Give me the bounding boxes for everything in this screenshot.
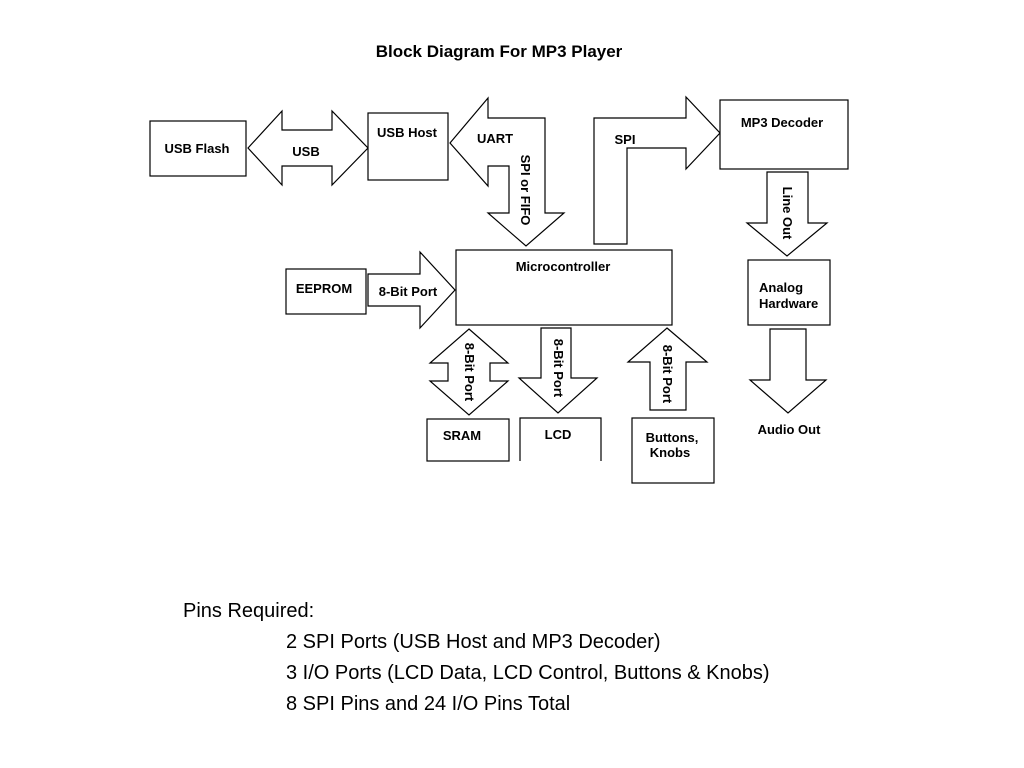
notes-item-pins-total: 8 SPI Pins and 24 I/O Pins Total <box>286 693 571 715</box>
usb-flash-block: USB Flash <box>149 120 247 177</box>
sram-label: SRAM <box>443 428 481 443</box>
notes-item-io-ports: 3 I/O Ports (LCD Data, LCD Control, Butt… <box>286 662 770 684</box>
analog-hardware-label-line2: Hardware <box>759 296 818 311</box>
uart-spi-fifo-arrow: UART SPI or FIFO <box>449 96 566 247</box>
usb-host-block: USB Host <box>367 112 449 181</box>
analog-hardware-block: Analog Hardware <box>747 259 831 326</box>
diagram-title: Block Diagram For MP3 Player <box>376 42 623 61</box>
spi-arrow: SPI <box>593 95 721 245</box>
audio-out-label: Audio Out <box>758 422 821 437</box>
lcd-port-label: 8-Bit Port <box>551 339 566 398</box>
sram-port-arrow: 8-Bit Port <box>428 328 510 416</box>
audio-out-arrow <box>748 328 828 414</box>
sram-port-label: 8-Bit Port <box>462 343 477 402</box>
eeprom-block: EEPROM <box>285 268 367 315</box>
lcd-label: LCD <box>545 427 572 442</box>
analog-hardware-label-line1: Analog <box>759 280 803 295</box>
notes-item-spi-ports: 2 SPI Ports (USB Host and MP3 Decoder) <box>286 631 661 653</box>
line-out-arrow: Line Out <box>745 171 829 257</box>
buttons-label-line1: Buttons, <box>646 430 699 445</box>
spi-or-fifo-label: SPI or FIFO <box>518 155 533 226</box>
mp3-decoder-block: MP3 Decoder <box>719 99 849 170</box>
mp3-decoder-label: MP3 Decoder <box>741 115 823 130</box>
microcontroller-block: Microcontroller <box>455 249 673 326</box>
line-out-label: Line Out <box>780 187 795 240</box>
buttons-knobs-block: Buttons, Knobs <box>631 417 715 484</box>
usb-arrow: USB <box>247 109 369 187</box>
lcd-block: LCD <box>519 417 602 461</box>
eeprom-port-label: 8-Bit Port <box>379 284 438 299</box>
lcd-port-arrow: 8-Bit Port <box>517 327 599 414</box>
spi-label: SPI <box>615 132 636 147</box>
microcontroller-label: Microcontroller <box>516 259 611 274</box>
eeprom-port-arrow: 8-Bit Port <box>367 250 456 330</box>
usb-flash-label: USB Flash <box>164 141 229 156</box>
pins-required-notes: Pins Required: 2 SPI Ports (USB Host and… <box>183 596 943 720</box>
uart-label: UART <box>477 131 513 146</box>
buttons-port-arrow: 8-Bit Port <box>626 327 709 411</box>
sram-block: SRAM <box>426 418 510 462</box>
buttons-label-line2: Knobs <box>650 445 690 460</box>
eeprom-label: EEPROM <box>296 281 352 296</box>
notes-heading: Pins Required: <box>183 600 315 622</box>
buttons-port-label: 8-Bit Port <box>660 345 675 404</box>
usb-host-label: USB Host <box>377 125 438 140</box>
usb-arrow-label: USB <box>292 144 319 159</box>
